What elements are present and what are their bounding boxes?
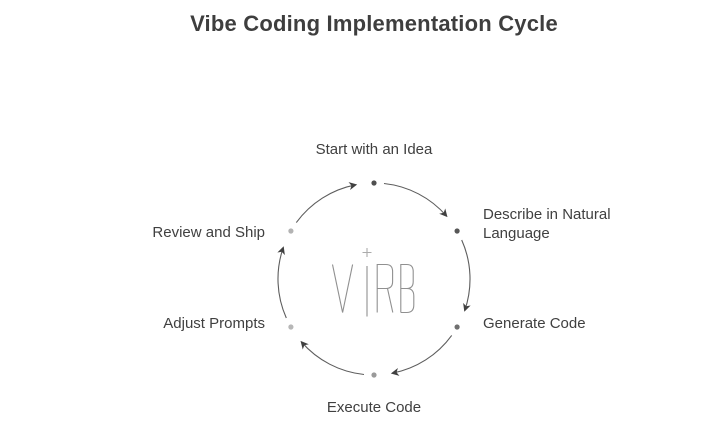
logo-letter-b — [400, 263, 415, 314]
step-dot-review — [288, 228, 294, 234]
arc-start-to-describe — [383, 182, 448, 218]
step-dot-describe — [454, 228, 460, 234]
arc-generate-to-execute — [390, 335, 453, 376]
step-label-describe: Describe in Natural Language — [483, 206, 611, 242]
arc-describe-to-generate — [461, 239, 471, 312]
step-label-start: Start with an Idea — [315, 141, 433, 158]
cycle-arcs — [277, 182, 471, 376]
step-label-execute: Execute Code — [326, 399, 422, 416]
step-dot-start — [371, 180, 377, 186]
logo-plus-icon — [362, 248, 372, 257]
logo-letter-r — [376, 263, 394, 313]
page-title: Vibe Coding Implementation Cycle — [190, 11, 558, 36]
arc-adjust-to-review — [277, 246, 287, 319]
arc-execute-to-adjust — [300, 340, 365, 376]
virb-logo — [331, 248, 415, 317]
step-label-review: Review and Ship — [152, 224, 265, 241]
step-dot-adjust — [288, 324, 294, 330]
logo-letter-v — [331, 264, 354, 313]
arc-review-to-start — [295, 182, 358, 223]
step-dot-generate — [454, 324, 460, 330]
step-label-adjust: Adjust Prompts — [163, 315, 265, 332]
cycle-dots — [288, 180, 460, 378]
step-dot-execute — [371, 372, 377, 378]
step-label-generate: Generate Code — [483, 315, 586, 332]
